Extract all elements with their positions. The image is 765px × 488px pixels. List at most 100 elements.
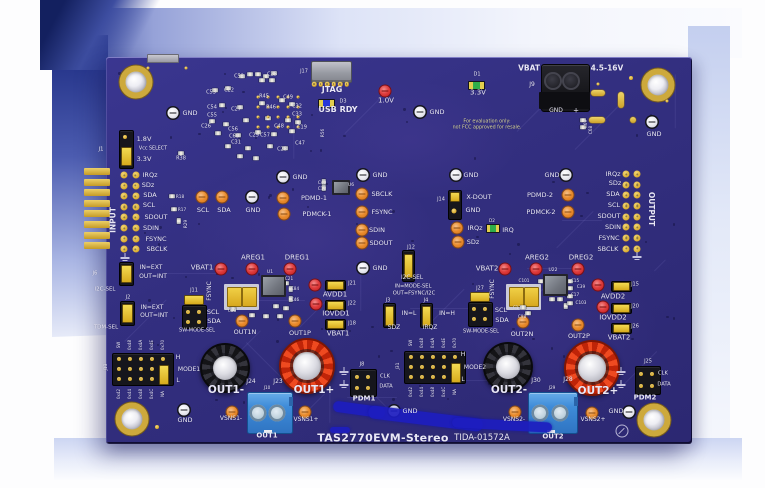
silk-label: J12 [407,244,415,251]
silk-label: PDMCK-1 [302,209,332,218]
silk-label: 0x48 [127,339,132,351]
gold-pad [472,307,476,311]
gold-pad [442,355,446,359]
via-dot [392,210,395,213]
test-point-orange [517,316,529,328]
gold-pad [256,115,260,119]
jumper-shunt [404,254,413,278]
test-point-orange [216,191,228,203]
gold-pad [266,105,270,109]
silk-label: L [461,376,465,383]
gold-pad [132,171,139,179]
via-dot [223,72,227,75]
silk-label: 0x42 [408,386,413,398]
gold-pad [186,319,190,324]
smd-component [277,314,283,318]
smd-component [271,71,277,75]
test-point-orange [356,188,368,200]
ic-chip [543,274,568,296]
gold-pad [128,377,132,381]
gold-pad [622,170,630,178]
silk-label: GND [402,406,418,415]
test-point-gnd [357,262,369,274]
via-dot [144,231,147,235]
silk-label: 0x48 [138,388,143,400]
gold-pad [483,307,487,311]
smd-component [249,313,255,317]
test-point-red [309,279,321,291]
gold-pad [150,357,154,361]
via-dot [157,343,160,347]
silk-label: SDOUT [144,212,168,221]
silk-label: VSNS2- [502,416,526,423]
silk-label: FSYNC [489,279,496,299]
silk-label: USB RDY [318,105,358,114]
gold-pad [337,81,343,87]
via-dot [159,226,162,229]
gold-pad [286,125,290,129]
jumper-shunt [327,301,344,310]
gold-pad [442,365,446,369]
smd-component [177,218,181,224]
header-housing [468,302,493,327]
gold-pad [431,375,435,379]
silk-label: C46 [290,296,300,302]
gold-pad [197,310,201,314]
silk-label: CLK [658,370,668,377]
silk-label: SCL [607,200,621,209]
silk-label: C29 [249,132,259,139]
test-point-orange [289,315,301,327]
test-point-orange [451,222,463,234]
test-point-orange [196,191,208,203]
test-point-red [572,263,584,275]
silk-label: IN=MODE-SEL [394,283,432,290]
via-dot [320,327,323,331]
smd-component [259,78,265,82]
gold-pad [266,95,270,99]
silk-label: J15 [631,281,639,288]
silk-label: GND [292,172,308,181]
via-dot [509,252,512,256]
silk-label: GND [544,170,560,179]
test-point-gnd [246,191,258,203]
jumper-shunt [613,282,630,291]
jumper-shunt [451,363,461,383]
test-point-orange [586,407,598,419]
silk-label: SDIN [143,223,159,232]
via-dot [667,426,670,430]
silk-label: GND [182,108,198,117]
trace-decor [410,307,478,309]
silk-label: NA [452,389,457,395]
gold-pad [139,377,143,381]
gold-dot [155,425,159,429]
via-dot [512,327,515,330]
binding-post-out2-pos [564,340,620,396]
board-title: TAS2770EVM-Stereo [317,431,449,445]
silk-label: R56 [319,128,325,138]
tantalum-cap [524,287,539,307]
silk-label: H [175,354,181,361]
gold-pad [344,81,349,87]
gold-dot [665,99,669,103]
ground-symbol-icon [616,380,626,388]
silk-label: AVDD2 [600,292,626,301]
edge-finger [84,242,110,250]
gold-pad [622,213,630,221]
via-dot [673,223,676,226]
gold-pad [324,81,330,87]
silk-label: C33 [292,111,302,118]
binding-post-center [293,352,321,380]
silk-label: J30 [531,377,541,384]
via-dot [355,222,358,226]
silk-label: SCL [196,205,210,214]
test-point-red [246,263,258,275]
gold-pad [622,234,630,242]
via-dot [118,72,121,75]
jumper-shunt [450,192,460,202]
header-housing [182,305,207,329]
test-point-red [530,263,542,275]
silk-label: VBAT [518,63,540,73]
via-dot [476,235,479,239]
trace-decor [441,379,504,382]
silk-label: OUT1N [233,327,257,336]
